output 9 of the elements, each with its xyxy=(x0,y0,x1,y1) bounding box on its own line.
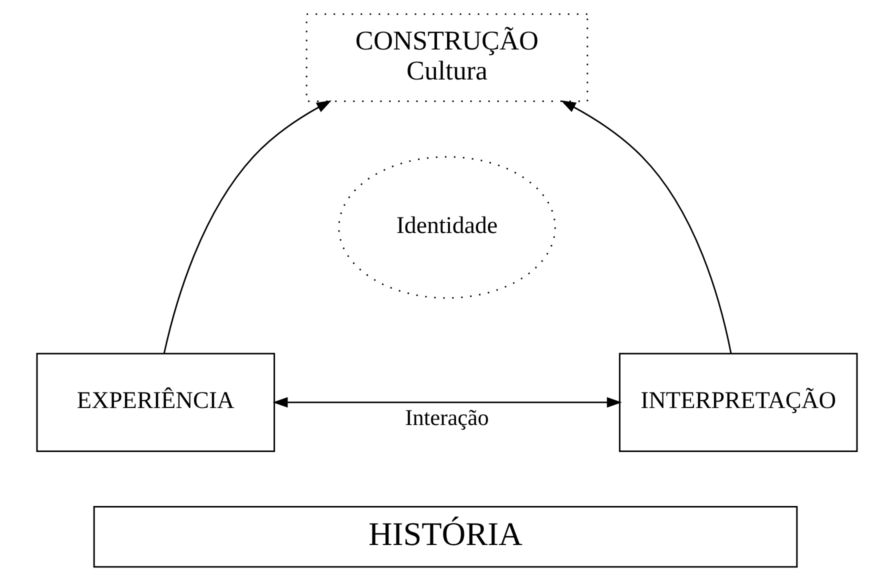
node-box: EXPERIÊNCIA xyxy=(36,352,276,452)
arrow xyxy=(163,100,332,354)
arrow xyxy=(560,100,732,354)
arrow xyxy=(272,397,622,408)
node-ellipse: Identidade xyxy=(338,156,556,299)
node-box: HISTÓRIA xyxy=(93,506,798,568)
node-box: INTERPRETAÇÃO xyxy=(618,352,858,452)
node-box: CONSTRUÇÃO Cultura xyxy=(306,13,588,102)
edge-label: Interação xyxy=(405,404,489,430)
